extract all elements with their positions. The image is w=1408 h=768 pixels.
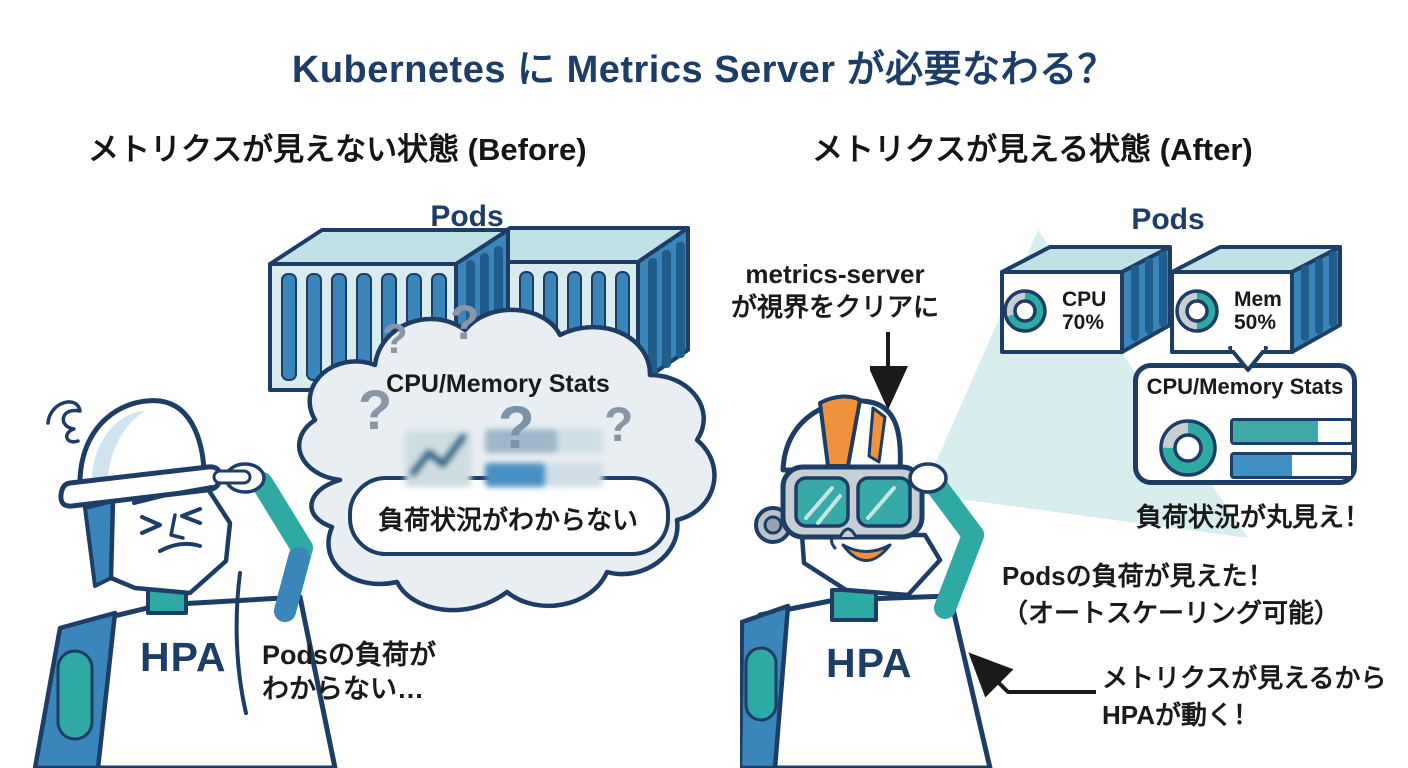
question-mark-icon: ? <box>450 297 480 350</box>
metrics-server-note: metrics-server が視界をクリアに <box>730 259 939 322</box>
after-pods-load-caption: Podsの負荷が見えた！ （オートスケーリング可能） <box>1002 561 1341 628</box>
mem-value: 50% <box>1234 311 1277 334</box>
up-left-arrow-icon <box>968 652 1096 698</box>
before-caption: Podsの負荷が わからない… <box>262 640 437 704</box>
before-pods-label: Pods <box>430 200 504 233</box>
stats-bar-2 <box>1230 452 1354 479</box>
stats-panel-title: CPU/Memory Stats <box>1146 374 1344 399</box>
mem-label: Mem <box>1234 288 1282 311</box>
stats-bar-1 <box>1230 418 1354 445</box>
question-mark-icon: ? <box>382 315 408 362</box>
cpu-value: 70% <box>1062 311 1105 334</box>
before-hpa-shirt-label: HPA <box>140 634 227 680</box>
after-pod-containers-icon <box>1000 245 1342 354</box>
question-mark-icon: ? <box>358 378 393 441</box>
after-visible-caption: 負荷状況が丸見え！ <box>1135 502 1370 532</box>
mem-donut-gauge <box>1175 289 1219 333</box>
after-pods-label: Pods <box>1131 203 1205 236</box>
after-header: メトリクスが見える状態 (After) <box>812 132 1253 167</box>
after-hpa-works-caption: メトリクスが見えるから HPAが動く！ <box>1102 663 1387 730</box>
blurred-metrics-icon <box>405 429 603 487</box>
stats-donut-gauge <box>1159 419 1217 477</box>
bubble-pointer-icon <box>1228 344 1268 372</box>
speech-tail-line <box>234 571 248 715</box>
page-title: Kubernetes に Metrics Server が必要なわる？ <box>291 49 1117 91</box>
down-arrow-icon <box>870 332 908 410</box>
fog-cloud-icon <box>296 307 717 613</box>
before-header: メトリクスが見えない状態 (Before) <box>88 132 587 167</box>
stats-panel: CPU/Memory Stats <box>1133 363 1357 485</box>
after-hpa-shirt-label: HPA <box>826 640 913 686</box>
cpu-donut-gauge <box>1003 289 1047 333</box>
question-mark-icon: ? <box>604 399 634 452</box>
question-mark-icon: ? <box>498 394 535 461</box>
before-stats-title: CPU/Memory Stats <box>386 370 610 398</box>
cpu-label: CPU <box>1062 288 1107 311</box>
before-status-text: 負荷状況がわからない <box>377 505 638 535</box>
hpa-worker-goggles-icon <box>740 394 993 768</box>
hpa-worker-confused-icon <box>32 398 338 768</box>
